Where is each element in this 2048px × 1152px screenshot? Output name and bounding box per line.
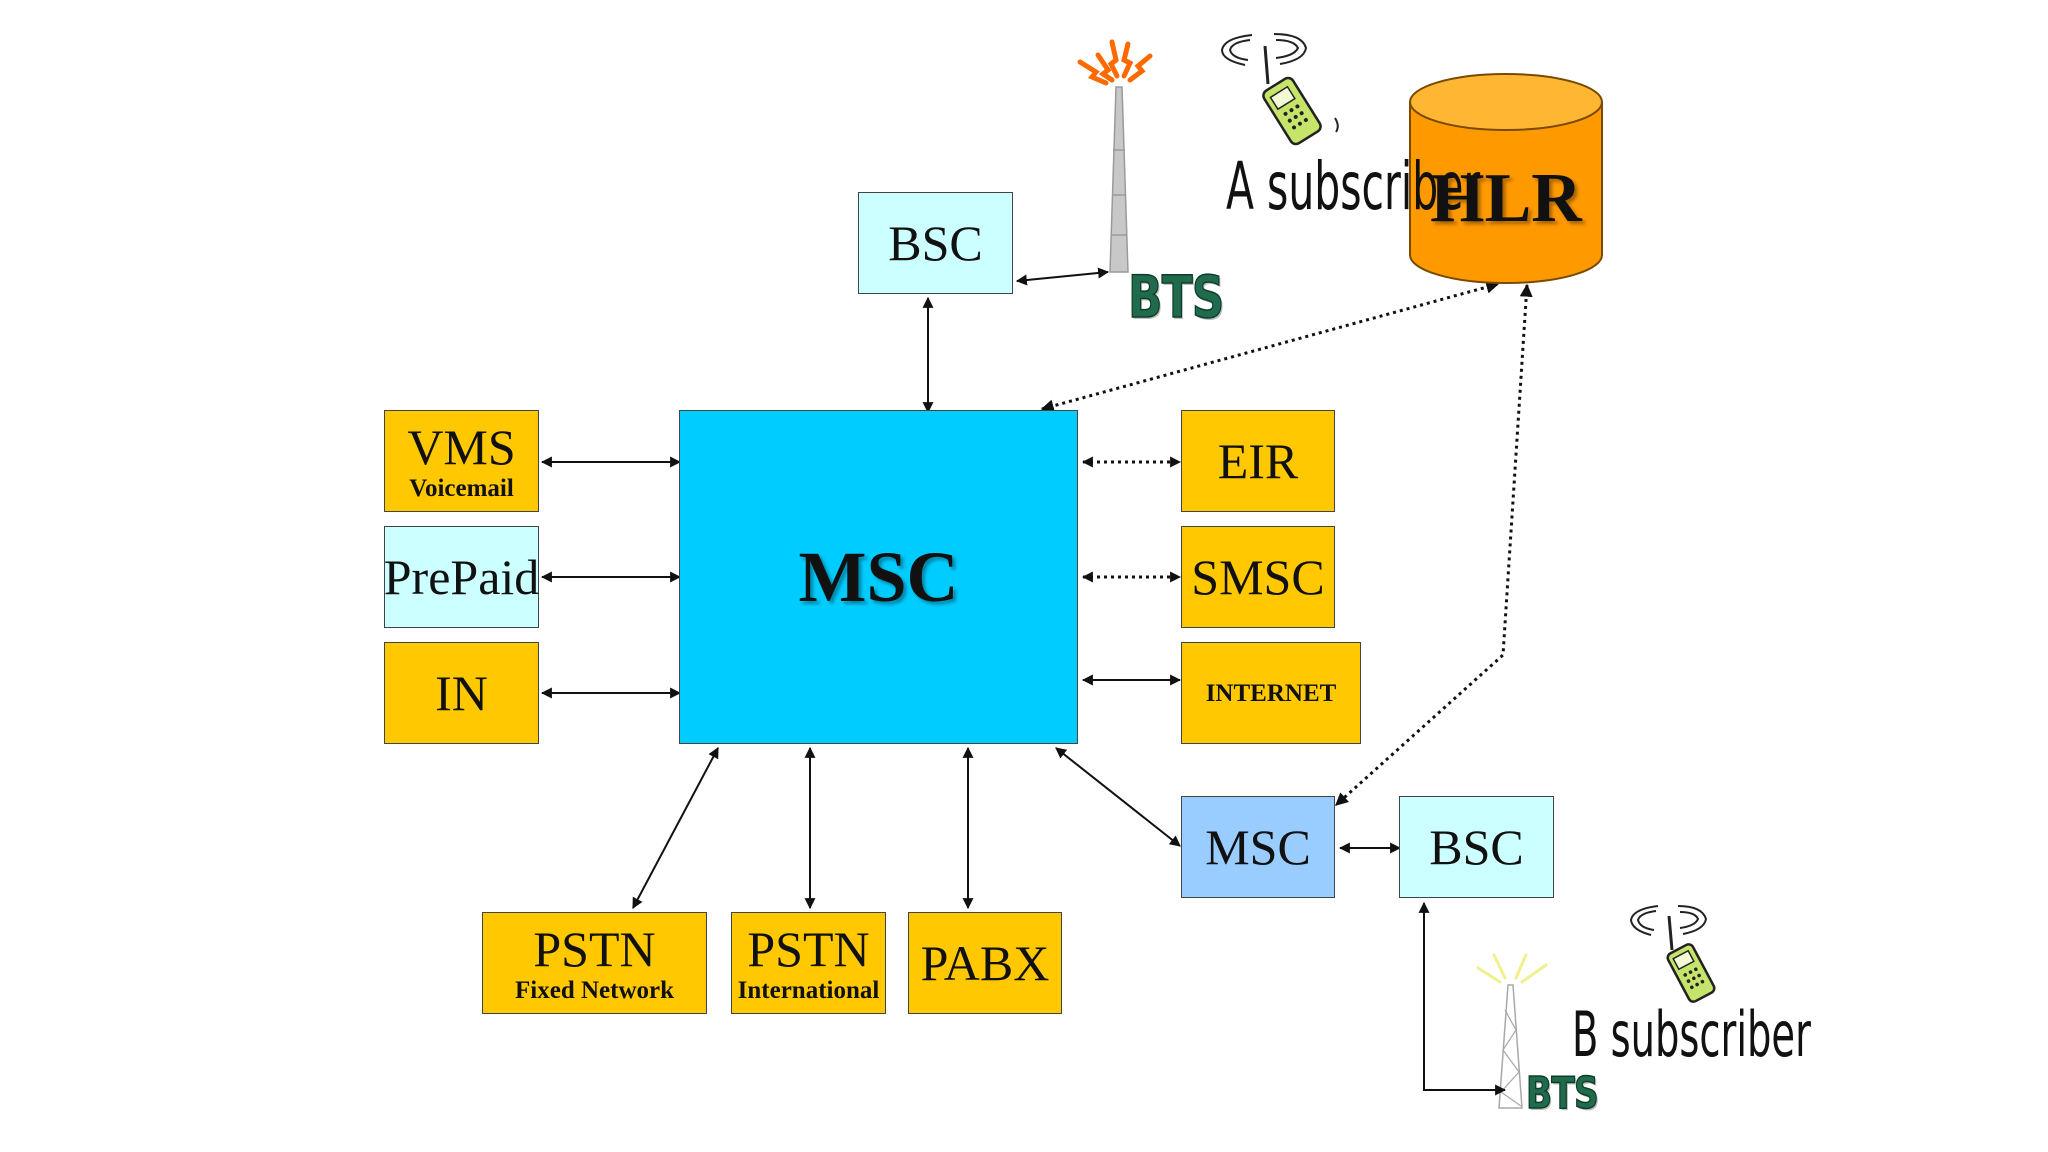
hlr-node[interactable]: HLR bbox=[1410, 86, 1602, 286]
bts-top-label: BTS bbox=[1127, 263, 1225, 331]
smsc-label: SMSC bbox=[1191, 549, 1325, 605]
prepaid-node[interactable]: PrePaid bbox=[384, 526, 539, 628]
b-subscriber-phone-icon bbox=[1629, 905, 1716, 1003]
a-subscriber-phone-icon bbox=[1220, 33, 1339, 146]
b-subscriber-label: B subscriber bbox=[1572, 998, 1811, 1071]
msc-b-label: MSC bbox=[1205, 819, 1311, 875]
bsc-top-node[interactable]: BSC bbox=[858, 192, 1013, 294]
msc-main-node[interactable]: MSC bbox=[679, 410, 1078, 744]
msc-main-label: MSC bbox=[798, 537, 959, 617]
link-msc-pstn-fixed bbox=[632, 747, 719, 909]
link-hlr-msc-b bbox=[1334, 283, 1533, 807]
hlr-database-cylinder-icon bbox=[1409, 73, 1603, 284]
bsc-top-label: BSC bbox=[888, 215, 983, 271]
vms-sublabel: Voicemail bbox=[409, 474, 514, 502]
smsc-node[interactable]: SMSC bbox=[1181, 526, 1335, 628]
pstn-fixed-sublabel: Fixed Network bbox=[515, 976, 674, 1004]
pabx-label: PABX bbox=[920, 935, 1050, 991]
pabx-node[interactable]: PABX bbox=[908, 912, 1062, 1014]
internet-node[interactable]: INTERNET bbox=[1181, 642, 1361, 744]
pstn-intl-label: PSTN bbox=[747, 920, 870, 977]
eir-label: EIR bbox=[1217, 433, 1299, 489]
internet-label: INTERNET bbox=[1205, 679, 1337, 707]
link-bsc-bts bbox=[1015, 267, 1110, 286]
link-msc-hlr bbox=[1040, 280, 1500, 413]
vms-label: VMS bbox=[407, 418, 516, 475]
link-bsc-b-bts-b bbox=[1418, 901, 1507, 1096]
bts-bottom-label: BTS bbox=[1525, 1068, 1599, 1119]
msc-b-node[interactable]: MSC bbox=[1181, 796, 1335, 898]
eir-node[interactable]: EIR bbox=[1181, 410, 1335, 512]
bts-top-tower-icon bbox=[1077, 39, 1153, 273]
pstn-fixed-label: PSTN bbox=[533, 920, 656, 977]
bsc-b-label: BSC bbox=[1429, 819, 1524, 875]
pstn-intl-sublabel: International bbox=[737, 976, 880, 1004]
vms-node[interactable]: VMS Voicemail bbox=[384, 410, 539, 512]
in-node[interactable]: IN bbox=[384, 642, 539, 744]
link-msc-msc-b bbox=[1055, 747, 1181, 847]
bsc-b-node[interactable]: BSC bbox=[1399, 796, 1554, 898]
a-subscriber-label: A subscriber bbox=[1226, 148, 1481, 225]
prepaid-label: PrePaid bbox=[383, 549, 540, 605]
pstn-intl-node[interactable]: PSTN International bbox=[731, 912, 886, 1014]
in-label: IN bbox=[435, 665, 488, 721]
hlr-label: HLR bbox=[1430, 160, 1582, 237]
pstn-fixed-node[interactable]: PSTN Fixed Network bbox=[482, 912, 707, 1014]
